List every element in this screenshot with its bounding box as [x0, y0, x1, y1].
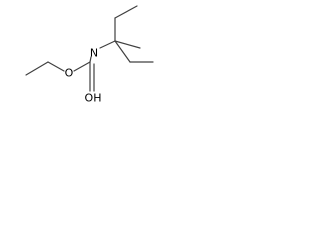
bond-upper-ch2-ch3	[114, 5, 138, 19]
bond-c-methyl	[114, 40, 141, 49]
bond-o-carbonyl	[73, 61, 91, 72]
molecule-structure-diagram: O N OH	[25, 5, 154, 105]
bond-carbonyl-n	[89, 56, 92, 63]
bond-lines	[25, 5, 154, 92]
atom-label-o-ether: O	[65, 67, 74, 80]
bond-ethyl-ch3-ch2	[25, 61, 49, 76]
bond-c-lower-ch2	[114, 40, 131, 63]
atom-label-oh: OH	[85, 92, 102, 105]
bond-n-quaternary-c	[99, 40, 116, 49]
bond-ethyl-ch2-o	[47, 61, 65, 72]
atom-label-n-amide: N	[90, 47, 98, 60]
